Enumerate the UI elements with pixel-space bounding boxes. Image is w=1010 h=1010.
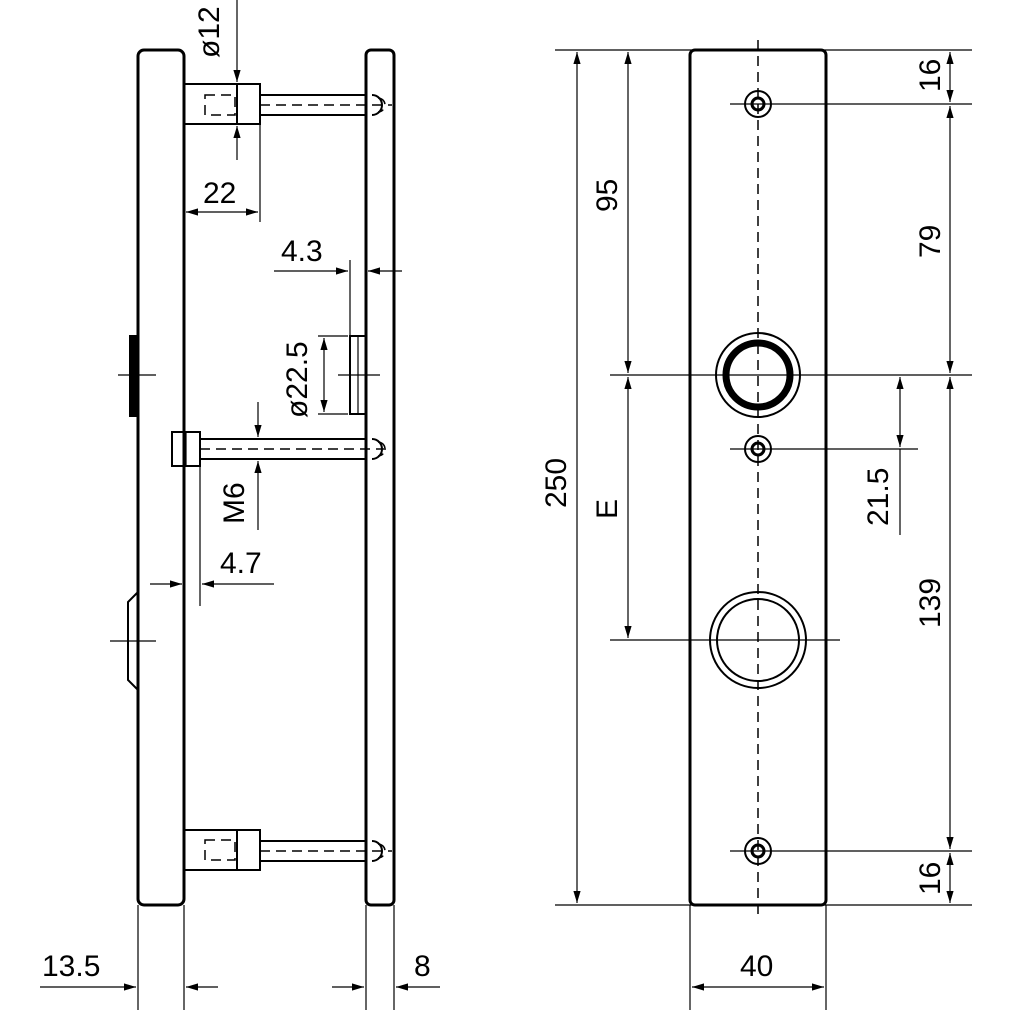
dim-95: 95 (591, 52, 632, 373)
right-plate (364, 48, 396, 907)
dim-4-3: 4.3 (274, 235, 402, 336)
rosette (338, 335, 380, 415)
bottom-bolt (183, 829, 392, 871)
dim-4-7: 4.7 (150, 466, 274, 606)
dim-13-5: 13.5 (40, 905, 218, 1010)
label-4-7: 4.7 (220, 547, 262, 580)
side-view: ø12 22 4.3 ø22.5 M6 (40, 0, 440, 1010)
dim-22: 22 (186, 124, 261, 222)
top-bolt (183, 83, 392, 125)
dim-16-top: 16 (914, 52, 954, 102)
dim-139: 139 (914, 377, 954, 849)
label-139: 139 (914, 578, 947, 628)
label-250: 250 (540, 458, 573, 508)
label-m6: M6 (218, 482, 251, 524)
dim-40: 40 (689, 905, 827, 1010)
left-cylinder-knob (118, 335, 156, 417)
dim-8: 8 (332, 905, 440, 1010)
dim-e: E (591, 377, 632, 638)
dim-dia-12: ø12 (193, 0, 241, 160)
dim-21-5: 21.5 (862, 377, 904, 535)
label-22: 22 (203, 177, 236, 210)
label-79: 79 (914, 225, 947, 258)
dim-dia-22-5: ø22.5 (281, 335, 348, 418)
dim-79: 79 (914, 106, 954, 373)
label-16-bottom: 16 (914, 862, 947, 895)
label-dia-22-5: ø22.5 (281, 341, 314, 418)
label-8: 8 (414, 950, 431, 983)
label-13-5: 13.5 (42, 950, 100, 983)
dim-250: 250 (540, 52, 581, 903)
dim-m6: M6 (218, 402, 262, 530)
label-dia-12: ø12 (193, 6, 226, 58)
left-turn-knob (110, 591, 156, 691)
label-40: 40 (740, 950, 773, 983)
label-4-3: 4.3 (281, 235, 323, 268)
middle-screw (171, 431, 392, 467)
label-95: 95 (591, 179, 624, 212)
front-view: 250 95 E 16 79 21.5 139 (540, 40, 972, 1010)
left-plate (136, 48, 186, 907)
label-e: E (591, 499, 624, 519)
dim-16-bottom: 16 (914, 853, 954, 903)
label-16-top: 16 (914, 59, 947, 92)
label-21-5: 21.5 (862, 468, 895, 526)
